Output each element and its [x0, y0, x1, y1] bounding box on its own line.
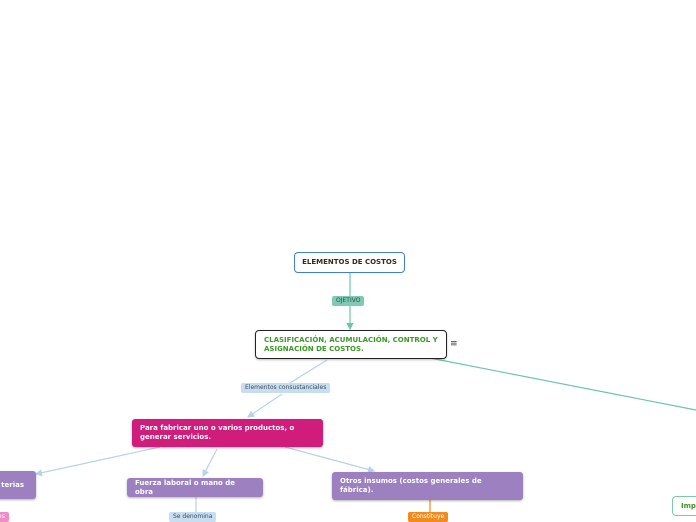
label-objetivo[interactable]: OJETIVO: [332, 296, 365, 306]
node-fuerza-laboral[interactable]: Fuerza laboral o mano de obra: [127, 478, 263, 497]
node-para-fabricar-text: Para fabricar uno o varios productos, o …: [140, 424, 295, 441]
label-pink-partial[interactable]: es: [0, 512, 9, 522]
label-elementos-text: Elementos consustanciales: [245, 384, 327, 391]
label-objetivo-text: OJETIVO: [336, 297, 361, 304]
label-se-denomina-text: Se denomina: [173, 513, 213, 520]
node-fuerza-laboral-text: Fuerza laboral o mano de obra: [135, 478, 236, 496]
edge-elementos-para: [247, 393, 283, 418]
node-clasificacion[interactable]: CLASIFICACIÓN, ACUMULACIÓN, CONTROL Y AS…: [255, 330, 447, 359]
node-otros-insumos[interactable]: Otros insumos (costos generales de fábri…: [332, 472, 523, 500]
label-constituye-text: Constituye: [412, 513, 445, 520]
label-constituye[interactable]: Constituye: [408, 512, 449, 522]
node-clasificacion-text: CLASIFICACIÓN, ACUMULACIÓN, CONTROL Y AS…: [264, 335, 438, 353]
edge-para-otros: [284, 446, 376, 473]
edge-central-imp: [429, 357, 696, 411]
node-imp-text: Imp: [681, 501, 696, 510]
menu-icon[interactable]: ≡: [450, 339, 458, 349]
edge-para-fuerza: [202, 448, 218, 478]
node-otros-insumos-text: Otros insumos (costos generales de fábri…: [340, 477, 482, 494]
node-materias[interactable]: terias: [0, 471, 36, 499]
edge-para-materias: [34, 446, 161, 477]
node-imp[interactable]: Imp: [672, 496, 696, 516]
label-se-denomina[interactable]: Se denomina: [169, 512, 217, 522]
node-elementos-de-costos[interactable]: ELEMENTOS DE COSTOS: [294, 252, 405, 273]
edge-central-elementos: [289, 359, 328, 384]
node-elementos-de-costos-text: ELEMENTOS DE COSTOS: [302, 258, 397, 266]
node-materias-text: terias: [1, 480, 24, 489]
label-elementos-consustanciales[interactable]: Elementos consustanciales: [241, 383, 331, 393]
label-pink-partial-text: es: [0, 513, 5, 520]
node-para-fabricar[interactable]: Para fabricar uno o varios productos, o …: [132, 419, 323, 447]
